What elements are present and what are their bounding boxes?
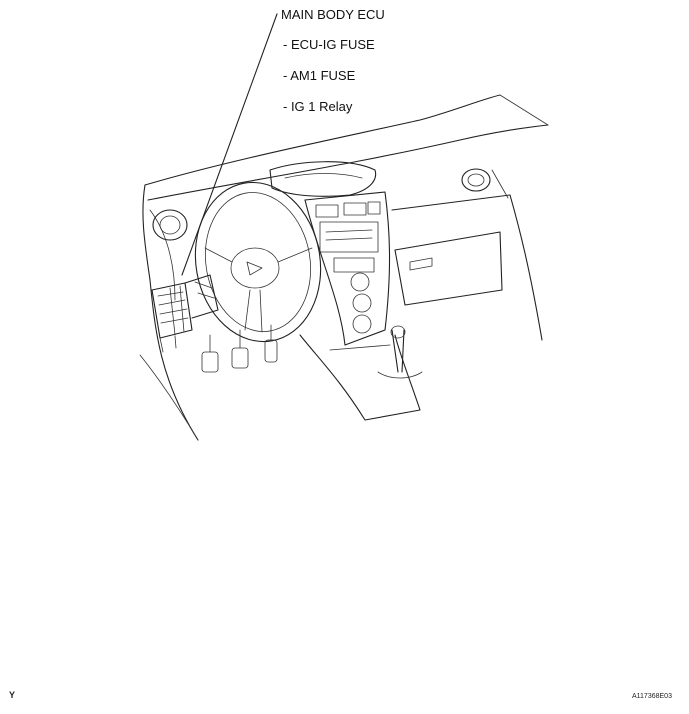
shift-lever (391, 329, 405, 373)
callout-leader-line (181, 13, 278, 276)
climate-knob-1 (350, 272, 370, 292)
corner-mark: Y (9, 690, 16, 700)
steering-hub (230, 247, 280, 289)
right-air-vent (461, 168, 491, 192)
callout-item-am1-fuse: - AM1 FUSE (283, 68, 356, 83)
main-body-ecu-graphic (151, 274, 219, 353)
callout-item-ig1-relay: - IG 1 Relay (283, 99, 353, 114)
climate-panel (333, 257, 375, 273)
figure-code: A117368E03 (632, 693, 672, 700)
top-vent-mid (343, 202, 367, 216)
climate-knob-2 (352, 293, 372, 313)
instrument-hood (269, 161, 377, 197)
steering-wheel-outer (194, 181, 322, 343)
glove-box (394, 231, 503, 306)
climate-knob-3 (352, 314, 372, 334)
audio-unit (319, 221, 379, 253)
dash-top-line (147, 124, 549, 201)
shift-knob (390, 325, 406, 339)
callout-title: MAIN BODY ECU (281, 7, 385, 22)
steering-wheel-inner (204, 192, 312, 332)
callout-item-ecu-ig-fuse: - ECU-IG FUSE (283, 37, 375, 52)
pedal-clutch (201, 351, 219, 373)
center-tunnel (299, 334, 421, 421)
passenger-dash (391, 194, 543, 341)
pedal-brake (231, 347, 249, 369)
windshield-edge (144, 94, 501, 186)
left-pillar (142, 184, 199, 441)
top-vent-left (315, 204, 339, 218)
left-air-vent (152, 209, 188, 241)
pedal-accelerator (264, 339, 278, 363)
glove-box-handle (409, 257, 433, 271)
